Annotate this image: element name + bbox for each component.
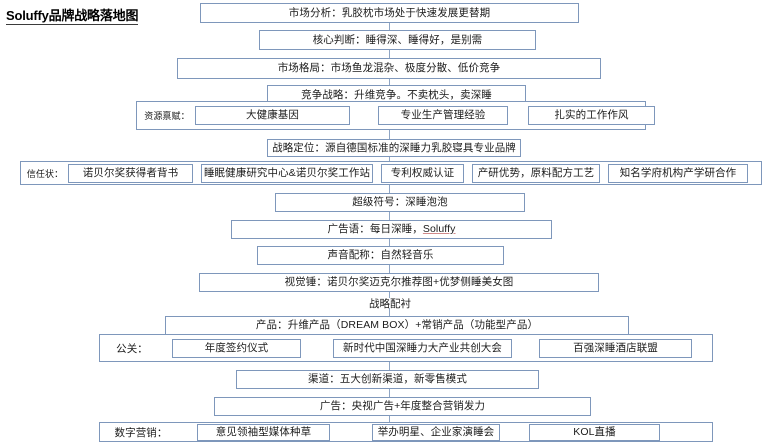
page-title: Soluffy品牌战略落地图 — [6, 8, 139, 25]
trust-chip-rnd-advantage[interactable]: 产研优势，原料配方工艺 — [472, 163, 600, 183]
connector-line — [389, 184, 390, 193]
connector-line — [389, 212, 390, 220]
connector-line — [389, 50, 390, 61]
digital-marketing-row: 数字营销： 意见领袖型媒体种草 举办明星、企业家演睡会 KOL直播 — [99, 422, 713, 442]
node-market-analysis[interactable]: 市场分析：乳胶枕市场处于快速发展更替期 — [200, 3, 579, 23]
resource-chip-work-style[interactable]: 扎实的工作作风 — [528, 106, 655, 125]
node-advertising-label: 广告：央视广告+年度整合营销发力 — [319, 400, 486, 413]
node-market-landscape-label: 市场格局：市场鱼龙混杂、极度分散、低价竞争 — [277, 62, 501, 75]
pr-chip-hotel-alliance-label: 百强深睡酒店联盟 — [573, 341, 658, 354]
node-channel[interactable]: 渠道：五大创新渠道，新零售模式 — [236, 370, 539, 389]
connector-line — [389, 239, 390, 246]
node-slogan-label: 广告语：每日深睡， — [327, 223, 423, 236]
trust-credentials-row: 信任状： 诺贝尔奖获得者背书 睡眠健康研究中心&诺贝尔奖工作站 专利权威认证 产… — [20, 161, 762, 185]
connector-line — [389, 23, 390, 33]
trust-chip-patent-certification[interactable]: 专利权威认证 — [381, 163, 464, 183]
connector-line — [389, 265, 390, 273]
digital-chip-kol-livestream[interactable]: KOL直播 — [529, 423, 660, 441]
node-visual-hammer[interactable]: 视觉锤：诺贝尔奖迈克尔推荐图+优梦侧睡美女图 — [199, 273, 599, 292]
trust-chip-academic-cooperation-label: 知名学府机构产学研合作 — [619, 166, 737, 179]
connector-line — [389, 308, 390, 316]
connector-line — [389, 389, 390, 397]
resource-endowment-label: 资源禀赋： — [144, 111, 190, 121]
node-sound-match-label: 声音配称：自然轻音乐 — [327, 249, 434, 262]
connector-line — [389, 292, 390, 298]
resource-chip-production-experience-label: 专业生产管理经验 — [400, 109, 486, 122]
strategy-support-caption: 战略配衬 — [369, 298, 411, 310]
node-strategic-position[interactable]: 战略定位：源自德国标准的深睡力乳胶寝具专业品牌 — [267, 139, 521, 157]
pr-chip-industry-conference[interactable]: 新时代中国深睡力大产业共创大会 — [333, 338, 512, 358]
digital-chip-celebrity-sleep-event-label: 举办明星、企业家演睡会 — [377, 425, 495, 438]
node-channel-label: 渠道：五大创新渠道，新零售模式 — [308, 373, 467, 386]
node-advertising[interactable]: 广告：央视广告+年度整合营销发力 — [214, 397, 591, 416]
node-super-symbol-label: 超级符号：深睡泡泡 — [352, 196, 448, 209]
trust-chip-academic-cooperation[interactable]: 知名学府机构产学研合作 — [608, 163, 748, 183]
digital-chip-celebrity-sleep-event[interactable]: 举办明星、企业家演睡会 — [372, 423, 500, 441]
digital-chip-kol-livestream-label: KOL直播 — [573, 425, 616, 438]
node-super-symbol[interactable]: 超级符号：深睡泡泡 — [275, 193, 525, 212]
resource-chip-production-experience[interactable]: 专业生产管理经验 — [378, 106, 508, 125]
resource-chip-work-style-label: 扎实的工作作风 — [554, 109, 629, 122]
pr-chip-annual-signing-ceremony-label: 年度签约仪式 — [204, 341, 269, 354]
node-slogan-brand: Soluffy — [422, 223, 456, 236]
connector-line — [389, 416, 390, 423]
node-core-judgement[interactable]: 核心判断：睡得深、睡得好，是别需 — [259, 30, 536, 50]
trust-credentials-label: 信任状： — [26, 168, 64, 179]
node-product[interactable]: 产品：升维产品（DREAM BOX）+常销产品（功能型产品） — [165, 316, 629, 335]
pr-chip-hotel-alliance[interactable]: 百强深睡酒店联盟 — [539, 338, 692, 358]
pr-chip-annual-signing-ceremony[interactable]: 年度签约仪式 — [172, 338, 301, 358]
trust-chip-sleep-research-center-label: 睡眠健康研究中心&诺贝尔奖工作站 — [203, 166, 371, 179]
node-competition-strategy-label: 竞争战略：升维竞争。不卖枕头，卖深睡 — [301, 89, 492, 102]
trust-chip-nobel-endorsement-label: 诺贝尔奖获得者背书 — [82, 166, 179, 179]
connector-line — [389, 79, 390, 89]
node-market-analysis-label: 市场分析：乳胶枕市场处于快速发展更替期 — [288, 6, 491, 19]
node-market-landscape[interactable]: 市场格局：市场鱼龙混杂、极度分散、低价竞争 — [177, 58, 601, 79]
trust-chip-rnd-advantage-label: 产研优势，原料配方工艺 — [477, 166, 595, 179]
public-relations-label: 公关： — [116, 342, 148, 355]
node-sound-match[interactable]: 声音配称：自然轻音乐 — [257, 246, 504, 265]
connector-line — [389, 130, 390, 140]
trust-chip-patent-certification-label: 专利权威认证 — [390, 166, 455, 179]
public-relations-row: 公关： 年度签约仪式 新时代中国深睡力大产业共创大会 百强深睡酒店联盟 — [99, 334, 713, 362]
trust-chip-nobel-endorsement[interactable]: 诺贝尔奖获得者背书 — [68, 163, 193, 183]
digital-chip-kol-seeding-label: 意见领袖型媒体种草 — [215, 425, 312, 438]
pr-chip-industry-conference-label: 新时代中国深睡力大产业共创大会 — [343, 341, 502, 354]
resource-chip-health-gene-label: 大健康基因 — [246, 109, 299, 122]
trust-chip-sleep-research-center[interactable]: 睡眠健康研究中心&诺贝尔奖工作站 — [201, 163, 373, 183]
node-strategic-position-label: 战略定位：源自德国标准的深睡力乳胶寝具专业品牌 — [272, 141, 516, 154]
resource-chip-health-gene[interactable]: 大健康基因 — [195, 106, 350, 125]
node-slogan[interactable]: 广告语：每日深睡，Soluffy — [231, 220, 552, 239]
connector-line — [389, 156, 390, 162]
node-visual-hammer-label: 视觉锤：诺贝尔奖迈克尔推荐图+优梦侧睡美女图 — [284, 276, 514, 289]
connector-line — [389, 362, 390, 370]
digital-chip-kol-seeding[interactable]: 意见领袖型媒体种草 — [197, 423, 330, 441]
digital-marketing-label: 数字营销： — [114, 426, 168, 439]
node-product-label: 产品：升维产品（DREAM BOX）+常销产品（功能型产品） — [255, 319, 539, 332]
node-core-judgement-label: 核心判断：睡得深、睡得好，是别需 — [312, 33, 483, 46]
resource-endowment-row: 资源禀赋： 大健康基因 专业生产管理经验 扎实的工作作风 — [136, 101, 655, 130]
